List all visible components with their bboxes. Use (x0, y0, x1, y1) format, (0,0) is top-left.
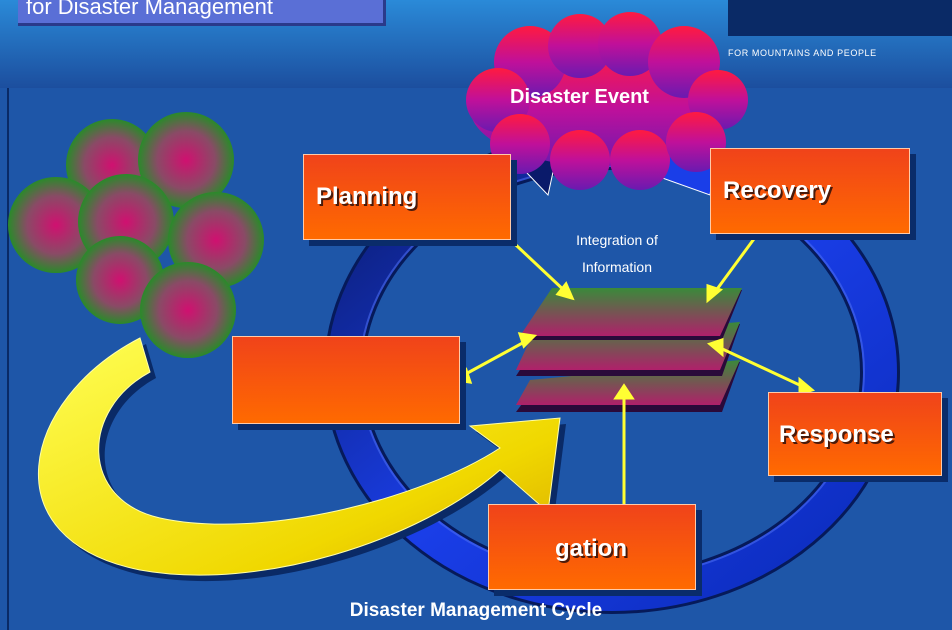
planning-label: Planning (316, 183, 418, 210)
yellow-curved-arrow (37, 337, 567, 582)
response-label: Response (779, 421, 894, 448)
mitigation-box: gation (488, 504, 696, 590)
organization-tagline: FOR MOUNTAINS AND PEOPLE (728, 48, 877, 58)
mitigation-label: gation (555, 535, 627, 562)
disaster-event-cloud (466, 12, 748, 190)
integration-label-line1: Integration of (576, 232, 658, 248)
unlabeled-phase-box (232, 336, 460, 424)
integration-label-line2: Information (581, 259, 653, 275)
hazard-blob-cluster (8, 112, 264, 358)
diagram-caption: Disaster Management Cycle (349, 600, 603, 621)
slide-title-box: for Disaster Management (18, 0, 386, 26)
planning-box: Planning (303, 154, 511, 240)
logo-block (728, 0, 952, 36)
recovery-label: Recovery (723, 177, 832, 204)
slide-title: for Disaster Management (26, 0, 273, 19)
information-layers (516, 288, 742, 412)
response-box: Response (768, 392, 942, 476)
recovery-box: Recovery (710, 148, 910, 234)
disaster-event-label: Disaster Event (510, 86, 649, 108)
